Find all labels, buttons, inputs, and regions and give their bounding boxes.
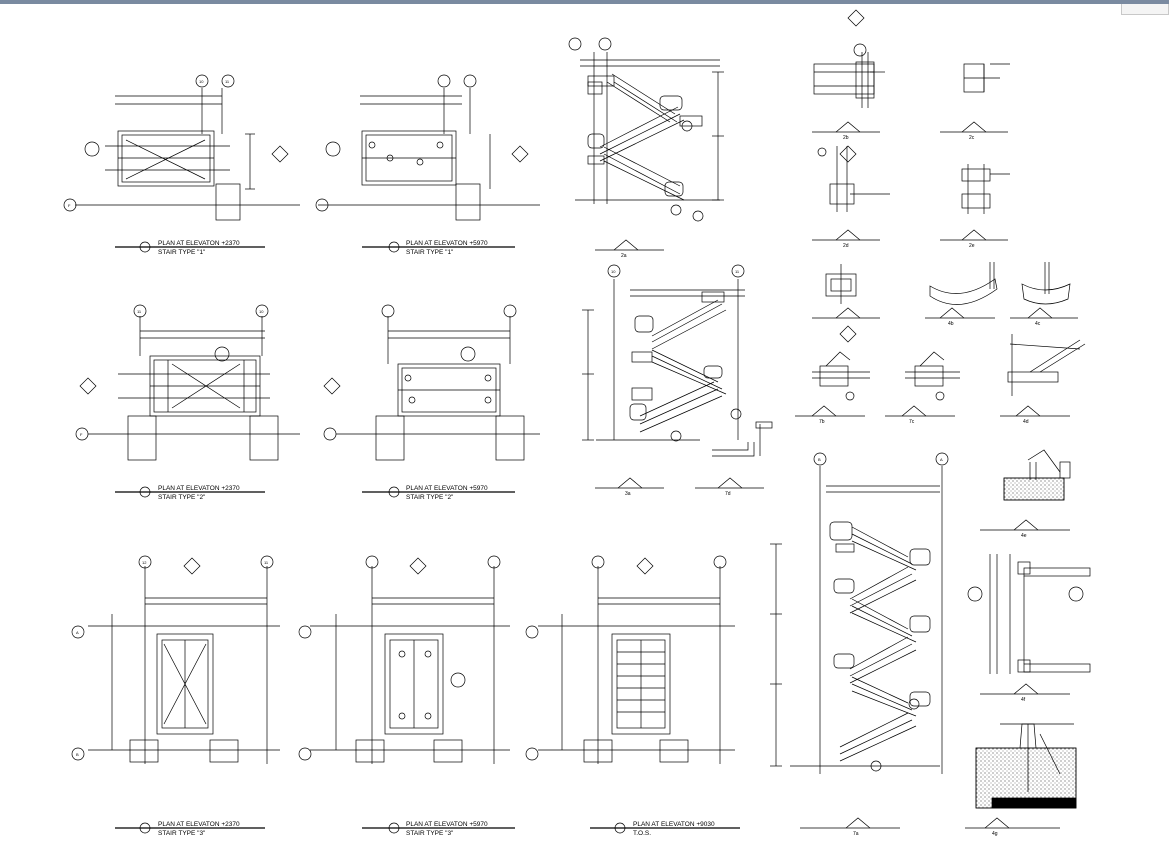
plan-stair-2-b bbox=[336, 316, 540, 461]
detail-mark-7a: 7a bbox=[853, 831, 859, 837]
detail-mark-2b: 2b bbox=[843, 135, 849, 141]
grid-label: 10 bbox=[199, 79, 204, 84]
north-arrows bbox=[79, 9, 865, 575]
title-plan-1: PLAN AT ELEVATON +2370 STAIR TYPE "1" bbox=[139, 240, 240, 256]
grid-label: A bbox=[76, 630, 79, 635]
detail-mark-2e: 2e bbox=[969, 243, 975, 249]
detail-mark-4g: 4g bbox=[992, 831, 998, 837]
detail-2d bbox=[817, 146, 890, 212]
title-plan-6-line1: PLAN AT ELEVATON +5970 bbox=[406, 821, 488, 828]
title-plan-4-line2: STAIR TYPE "2" bbox=[406, 494, 454, 501]
title-plan-5-line1: PLAN AT ELEVATON +2370 bbox=[158, 821, 240, 828]
title-plan-3-line1: PLAN AT ELEVATON +2370 bbox=[158, 485, 240, 492]
grid-label: F bbox=[68, 203, 71, 208]
detail-mark-4b: 4b bbox=[948, 321, 954, 327]
grid-label: 11 bbox=[735, 269, 740, 274]
section-callouts bbox=[84, 43, 1084, 688]
grid-label: 11 bbox=[264, 560, 269, 565]
detail-mark-2a: 2a bbox=[621, 253, 627, 259]
grid-label: B bbox=[818, 457, 821, 462]
detail-mark-4f: 4f bbox=[1021, 697, 1026, 703]
detail-4b bbox=[929, 262, 998, 305]
plan-stair-1-a bbox=[75, 88, 300, 221]
title-underlines bbox=[115, 246, 740, 829]
grid-bubbles bbox=[63, 37, 949, 761]
title-plan-6: PLAN AT ELEVATON +5970 STAIR TYPE "3" bbox=[388, 821, 488, 837]
grid-label: 12 bbox=[142, 560, 147, 565]
section-stair-mid bbox=[582, 279, 745, 442]
grid-label: A bbox=[940, 457, 943, 462]
title-plan-3-line2: STAIR TYPE "2" bbox=[158, 494, 206, 501]
detail-mark-4e: 4e bbox=[1021, 533, 1027, 539]
grid-label: F bbox=[80, 432, 83, 437]
detail-mark-4c: 4c bbox=[1035, 321, 1041, 327]
title-plan-5-line2: STAIR TYPE "3" bbox=[158, 830, 206, 837]
detail-markers: 2a 2b 2c 2d 2e 3a 7d 4b 4c 4d 7b 7c 7a 4… bbox=[621, 135, 1041, 837]
plan-stair-3-c bbox=[538, 566, 735, 764]
detail-mark-7c: 7c bbox=[909, 419, 915, 425]
plan-stair-3-a bbox=[88, 566, 280, 764]
window-title-bar bbox=[0, 0, 1169, 4]
grid-labels: 10 11 11 10 10 11 12 11 A B B A F F bbox=[68, 79, 943, 757]
detail-mark-7b: 7b bbox=[819, 419, 825, 425]
detail-5-plate bbox=[825, 264, 857, 304]
detail-mark-4d: 4d bbox=[1023, 419, 1029, 425]
detail-7d bbox=[712, 421, 773, 457]
title-plan-5: PLAN AT ELEVATON +2370 STAIR TYPE "3" bbox=[139, 821, 240, 837]
detail-7c bbox=[905, 351, 960, 401]
title-plan-4-line1: PLAN AT ELEVATON +5970 bbox=[406, 485, 488, 492]
grid-label: 10 bbox=[611, 269, 616, 274]
grid-label: 11 bbox=[137, 309, 142, 314]
plan-stair-2-a bbox=[88, 316, 300, 461]
detail-4e bbox=[1003, 449, 1071, 501]
detail-mark-2c: 2c bbox=[969, 135, 975, 141]
section-stair-top bbox=[575, 52, 724, 222]
detail-2b-beam bbox=[813, 52, 885, 108]
grid-label: 11 bbox=[225, 79, 230, 84]
detail-4d bbox=[1007, 334, 1086, 396]
detail-2c bbox=[963, 63, 1010, 93]
plan-titles: PLAN AT ELEVATON +2370 STAIR TYPE "1" PL… bbox=[139, 240, 715, 837]
title-plan-4: PLAN AT ELEVATON +5970 STAIR TYPE "2" bbox=[388, 485, 488, 501]
grid-label: 10 bbox=[259, 309, 264, 314]
title-plan-2: PLAN AT ELEVATON +5970 STAIR TYPE "1" bbox=[388, 240, 488, 256]
detail-4g bbox=[975, 723, 1077, 809]
detail-mark-3a: 3a bbox=[625, 491, 631, 497]
detail-underlines bbox=[595, 131, 1078, 829]
section-stair-tall bbox=[770, 466, 943, 774]
linework bbox=[63, 9, 1091, 829]
title-plan-2-line2: STAIR TYPE "1" bbox=[406, 249, 454, 256]
title-plan-7: PLAN AT ELEVATON +9030 T.O.S. bbox=[614, 821, 715, 837]
plan-stair-1-b bbox=[318, 88, 540, 221]
detail-mark-7d: 7d bbox=[725, 491, 731, 497]
detail-triangles bbox=[613, 121, 1053, 829]
detail-2e bbox=[961, 164, 1010, 214]
plan-stair-3-b bbox=[310, 566, 510, 764]
cad-drawing-sheet: PLAN AT ELEVATON +2370 STAIR TYPE "1" PL… bbox=[63, 9, 1091, 837]
detail-4c bbox=[1021, 262, 1071, 305]
title-plan-1-line1: PLAN AT ELEVATON +2370 bbox=[158, 240, 240, 247]
detail-mark-2d: 2d bbox=[843, 243, 849, 249]
title-plan-6-line2: STAIR TYPE "3" bbox=[406, 830, 454, 837]
grid-label: B bbox=[76, 752, 79, 757]
detail-7b bbox=[812, 351, 870, 401]
title-plan-2-line1: PLAN AT ELEVATON +5970 bbox=[406, 240, 488, 247]
title-plan-7-line1: PLAN AT ELEVATON +9030 bbox=[633, 821, 715, 828]
title-plan-3: PLAN AT ELEVATON +2370 STAIR TYPE "2" bbox=[139, 485, 240, 501]
detail-4f bbox=[989, 554, 1091, 674]
title-plan-7-line2: T.O.S. bbox=[633, 830, 651, 837]
title-plan-1-line2: STAIR TYPE "1" bbox=[158, 249, 206, 256]
